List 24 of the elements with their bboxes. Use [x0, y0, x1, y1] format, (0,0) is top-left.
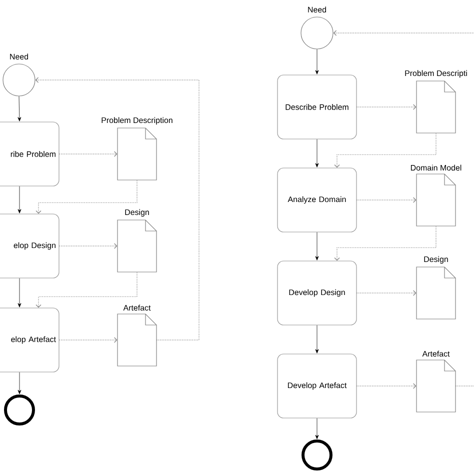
flow-arrow — [356, 290, 416, 296]
flow-arrow — [356, 197, 416, 203]
end-event-circle — [302, 440, 332, 470]
flow-arrow — [18, 96, 22, 122]
flow-arrow — [35, 77, 200, 340]
flow-arrow — [356, 383, 416, 389]
flow-arrow — [315, 232, 319, 260]
flow-arrow — [36, 272, 138, 308]
flow-arrow — [315, 139, 319, 168]
flow-arrow — [334, 132, 436, 168]
flow-arrow — [18, 278, 22, 308]
flow-arrow — [315, 49, 319, 74]
flow-arrow — [315, 418, 319, 440]
flow-arrow — [58, 243, 118, 249]
flow-arrow — [356, 104, 416, 110]
flow-arrow — [58, 337, 118, 343]
end-event-circle — [4, 394, 35, 426]
flow-arrow — [36, 180, 138, 214]
flow-arrow — [334, 226, 436, 261]
flow-arrow — [315, 325, 319, 354]
flow-arrow — [18, 186, 22, 214]
flow-arrow — [333, 30, 474, 36]
flow-arrow — [18, 372, 22, 394]
flow-arrow — [58, 151, 118, 157]
